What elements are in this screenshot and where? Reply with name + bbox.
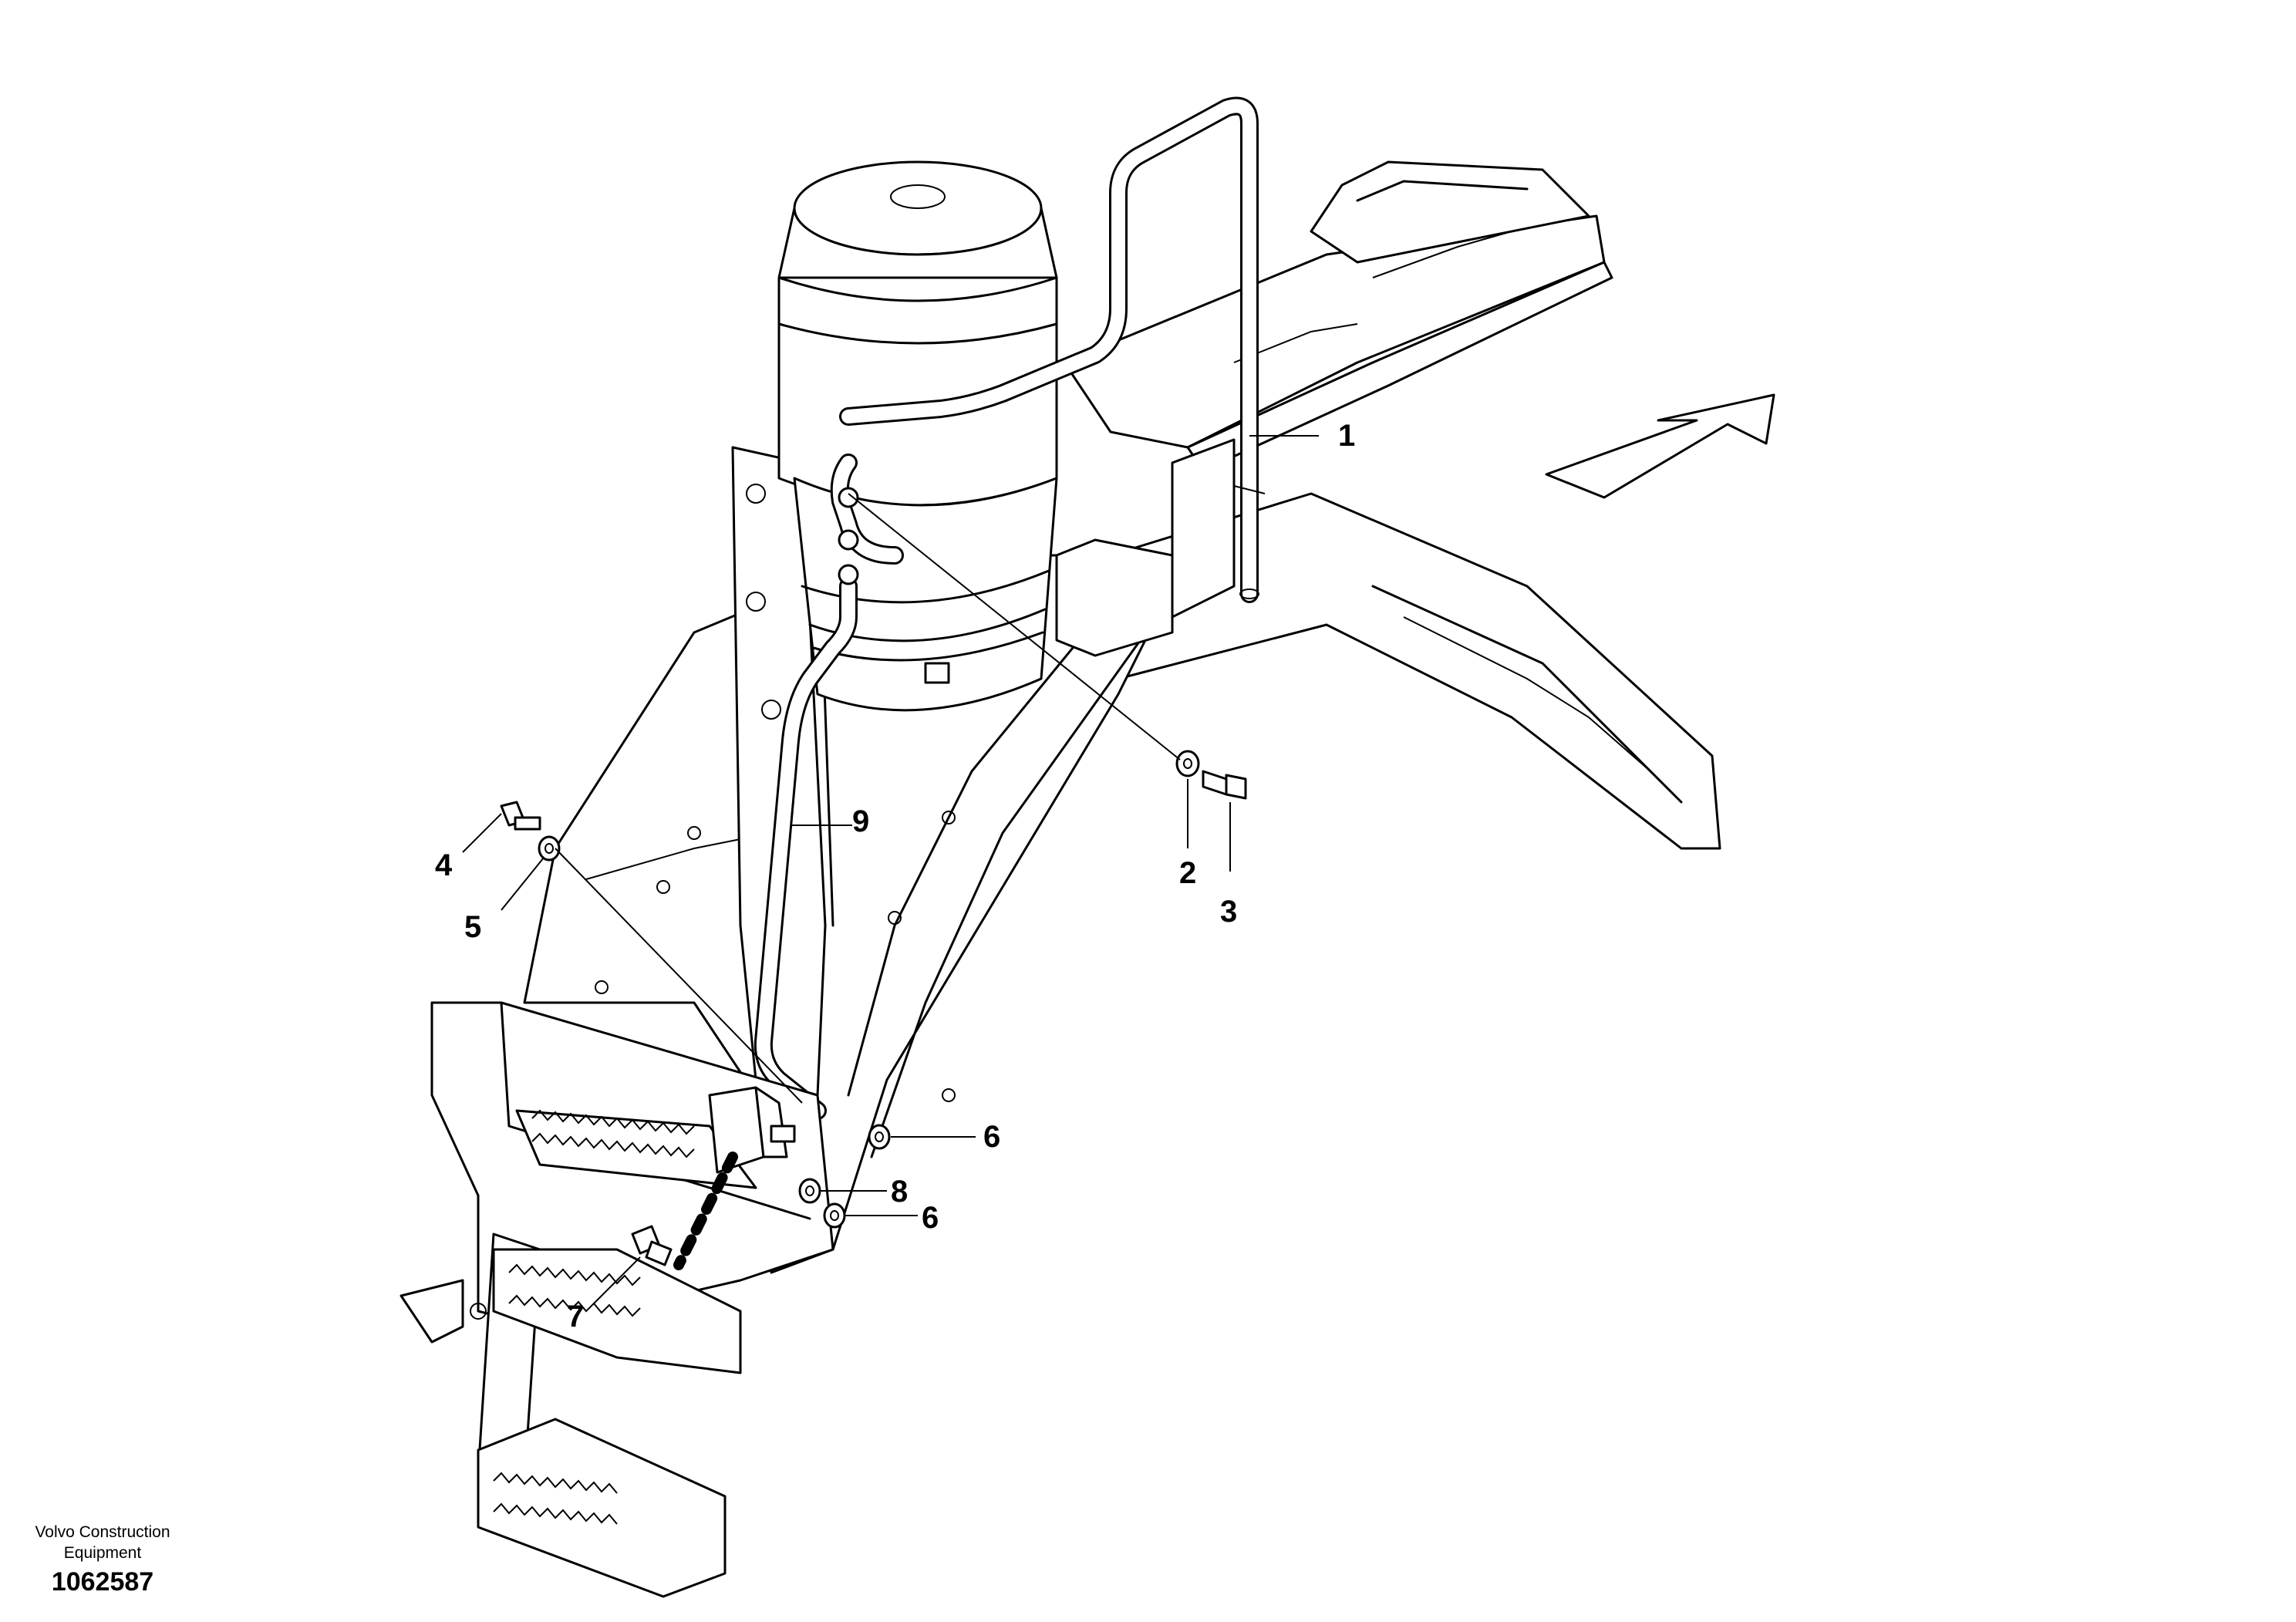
callout-8: 8 xyxy=(891,1175,908,1209)
footer-company-line1: Volvo Construction xyxy=(35,1523,170,1541)
support-box xyxy=(1055,438,1236,657)
frame-beam xyxy=(1063,160,1613,472)
callout-2: 2 xyxy=(1179,856,1196,890)
washer-5 xyxy=(538,835,561,862)
frame-rail xyxy=(1109,492,1721,850)
grab-handle xyxy=(839,96,1266,603)
footer-company-line2: Equipment xyxy=(64,1544,142,1562)
callout-4: 4 xyxy=(435,848,453,882)
callout-7: 7 xyxy=(567,1300,584,1334)
direction-arrow-icon xyxy=(1545,393,1775,499)
leader-lines xyxy=(462,435,1319,1304)
bolt-3 xyxy=(1202,770,1228,796)
washer-8 xyxy=(798,1178,821,1204)
fender-housing xyxy=(523,554,1158,1274)
footer-drawing-number: 1062587 xyxy=(52,1567,153,1597)
washer-6b xyxy=(823,1202,846,1229)
callout-6a: 6 xyxy=(983,1120,1000,1154)
callout-9: 9 xyxy=(852,804,869,838)
footer: Volvo Construction Equipment 1062587 xyxy=(35,1523,170,1597)
washer-2 xyxy=(1175,750,1200,777)
callouts: 1 2 3 4 5 9 6 8 6 7 xyxy=(435,419,1355,1334)
callout-5: 5 xyxy=(464,910,481,944)
lower-handrail xyxy=(754,454,904,1120)
fasteners xyxy=(500,750,1247,1266)
washer-6a xyxy=(868,1124,891,1150)
callout-6b: 6 xyxy=(922,1201,939,1235)
callout-1: 1 xyxy=(1338,419,1355,453)
work-light xyxy=(673,1086,796,1270)
callout-3: 3 xyxy=(1220,895,1237,929)
step-assembly xyxy=(400,1001,834,1598)
